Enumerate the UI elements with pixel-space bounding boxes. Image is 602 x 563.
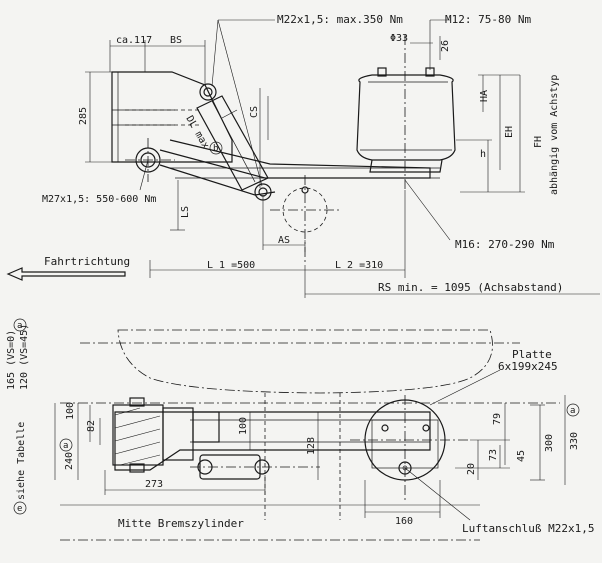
see-table-label: siehe Tabelle [16, 422, 27, 500]
dim-300-label: 300 [544, 434, 555, 452]
cs-label: CS [249, 106, 260, 118]
v120-label: 120 (VS=45) [19, 324, 30, 390]
dim-79-label: 79 [492, 413, 503, 425]
marker-a-circle-1 [13, 318, 27, 332]
air-connection-label: Luftanschluß M22x1,5 [462, 522, 594, 535]
dim-20-label: 20 [466, 463, 477, 475]
dim-100-left-label: 100 [65, 402, 76, 420]
dim-26-label: 26 [440, 40, 451, 52]
trailing-arm-plan [114, 411, 431, 471]
as-label: AS [278, 235, 290, 246]
m16-torque-label: M16: 270-290 Nm [455, 238, 555, 251]
bs-label: BS [170, 35, 182, 46]
plan-view [54, 329, 566, 541]
dim-273-label: 273 [145, 479, 163, 490]
fh-label: FH [533, 136, 544, 148]
marker-a-2: a [63, 441, 68, 451]
axle-body-outline [117, 329, 493, 394]
plate-size-label: 6x199x245 [498, 360, 558, 373]
rs-label: RS min. = 1095 (Achsabstand) [378, 281, 563, 294]
marker-e-circle [13, 501, 27, 515]
dim-128-label: 128 [306, 437, 317, 455]
l2-label: L 2 =310 [335, 260, 383, 271]
dim-240-label: 240 [64, 452, 75, 470]
dl-marker-label: b [213, 144, 218, 154]
dim-82-label: 82 [86, 420, 97, 432]
dim-160-label: 160 [395, 516, 413, 527]
dim-45-label: 45 [516, 450, 527, 462]
side-view [6, 19, 600, 298]
m12-torque-label: M12: 75-80 Nm [445, 13, 531, 26]
dim-100-mid-label: 100 [238, 417, 249, 435]
marker-a-circle-2 [59, 438, 73, 452]
air-spring [356, 35, 456, 190]
ha-label: HA [479, 90, 490, 102]
h-label: h [480, 149, 486, 160]
phi33-label: Φ33 [390, 33, 408, 44]
dim-285-label: 285 [78, 107, 89, 125]
fh-note: abhängig vom Achstyp [549, 75, 560, 195]
eh-label: EH [504, 126, 515, 138]
ls-label: LS [180, 206, 191, 218]
trailing-arm [159, 139, 431, 179]
l1-label: L 1 =500 [207, 260, 255, 271]
brake-center-label: Mitte Bremszylinder [118, 517, 244, 530]
dim-330-label: 330 [569, 432, 580, 450]
m27-torque-label: M27x1,5: 550-600 Nm [42, 194, 156, 205]
marker-a-circle-3 [566, 403, 580, 417]
ca117-label: ca.117 [116, 35, 152, 46]
marker-a-3: a [570, 406, 575, 416]
direction-label: Fahrtrichtung [44, 255, 130, 268]
dl-max-label: DL max [183, 114, 211, 151]
plate-label: Platte [512, 348, 552, 361]
direction-arrow [6, 267, 126, 281]
v165-label: 165 (VS=0) [6, 330, 17, 390]
marker-a-1: a [17, 321, 22, 331]
marker-e: e [17, 504, 22, 514]
dl-marker-circle [209, 141, 223, 155]
dim-73-label: 73 [488, 449, 499, 461]
shock-torque-label: M22x1,5: max.350 Nm [277, 13, 403, 26]
